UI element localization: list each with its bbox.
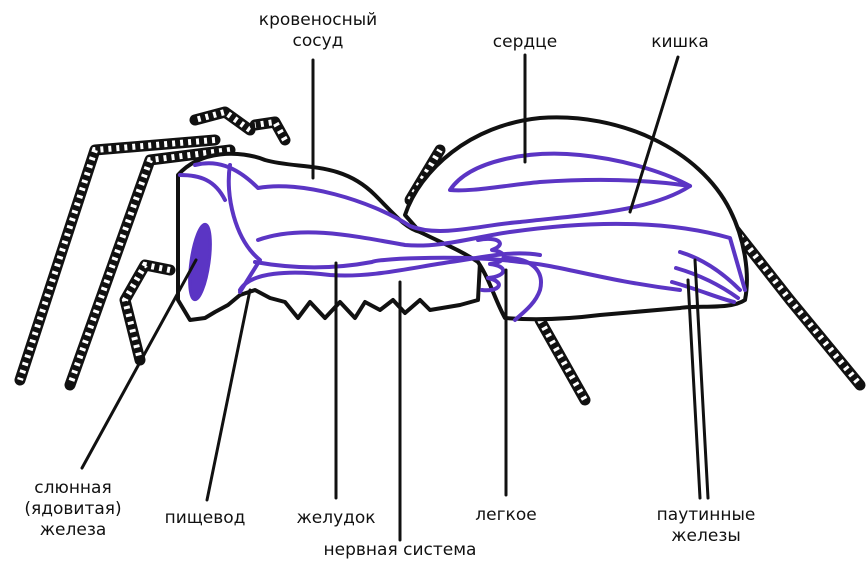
label-stomach: желудок bbox=[280, 508, 392, 529]
label-heart: сердце bbox=[480, 32, 570, 53]
label-intestine: кишка bbox=[640, 32, 720, 53]
label-blood-vessel-line1: кровеносный bbox=[258, 10, 378, 31]
label-salivary-gland: слюнная (ядовитая) железа bbox=[8, 478, 138, 541]
label-silk-line2: железы bbox=[636, 526, 776, 547]
label-esophagus: пищевод bbox=[150, 508, 260, 529]
label-lung: легкое bbox=[460, 505, 552, 526]
label-nervous-system: нервная система bbox=[310, 540, 490, 561]
label-blood-vessel-line2: сосуд bbox=[258, 31, 378, 52]
leg-rear-1 bbox=[540, 320, 585, 400]
label-silk-glands: паутинные железы bbox=[636, 505, 776, 547]
pointer-esophagus bbox=[207, 290, 250, 500]
label-salivary-line2: (ядовитая) bbox=[8, 499, 138, 520]
label-blood-vessel: кровеносный сосуд bbox=[258, 10, 378, 52]
label-salivary-line1: слюнная bbox=[8, 478, 138, 499]
label-silk-line1: паутинные bbox=[636, 505, 776, 526]
label-salivary-line3: железа bbox=[8, 520, 138, 541]
